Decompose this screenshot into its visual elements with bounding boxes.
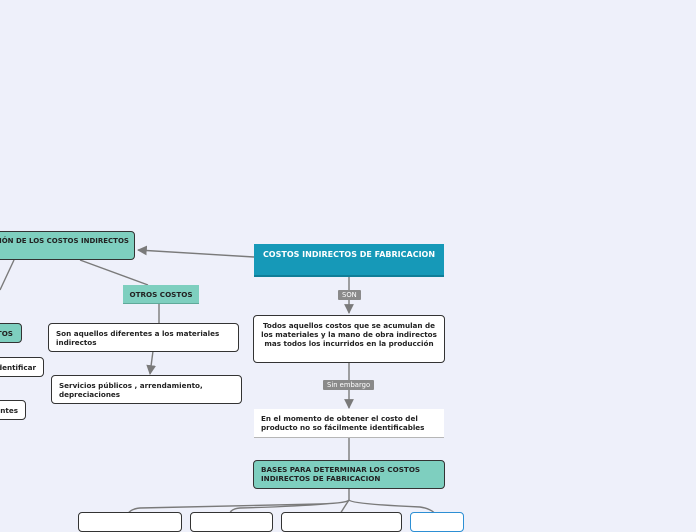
bases-node-text: BASES PARA DETERMINAR LOS COSTOS INDIREC… bbox=[261, 465, 421, 483]
relation-label-son: SON bbox=[338, 290, 361, 300]
root-node-text: COSTOS INDIRECTOS DE FABRICACION bbox=[262, 250, 436, 259]
left-identify-node[interactable]: dentificar bbox=[0, 357, 44, 377]
left-antes-node[interactable]: antes bbox=[0, 400, 26, 420]
other-costs-node[interactable]: OTROS COSTOS bbox=[123, 285, 199, 304]
relation-label-sin-embargo: Sin embargo bbox=[323, 380, 375, 390]
other-costs-description-node[interactable]: Son aquellos diferentes a los materiales… bbox=[48, 323, 239, 352]
classification-node[interactable]: FICACIÓN DE LOS COSTOS INDIRECTOS bbox=[0, 231, 135, 260]
connector-root-clasificacion bbox=[137, 245, 255, 258]
connector-clasificacion-otros bbox=[79, 259, 149, 286]
bases-node[interactable]: BASES PARA DETERMINAR LOS COSTOS INDIREC… bbox=[253, 460, 445, 489]
services-node-text: Servicios públicos , arrendamiento, depr… bbox=[59, 381, 203, 399]
services-node[interactable]: Servicios públicos , arrendamiento, depr… bbox=[51, 375, 242, 404]
connector-clasificacion-left bbox=[0, 259, 15, 291]
connector-layer bbox=[0, 245, 436, 515]
other-costs-description-text: Son aquellos diferentes a los materiales… bbox=[56, 329, 220, 347]
moment-node-text: En el momento de obtener el costo del pr… bbox=[261, 414, 425, 432]
left-identify-node-text: dentificar bbox=[0, 363, 36, 372]
definition-node-text: Todos aquellos costos que se acumulan de… bbox=[261, 321, 437, 348]
bases-child-2[interactable] bbox=[190, 512, 273, 532]
moment-node[interactable]: En el momento de obtener el costo del pr… bbox=[254, 409, 444, 438]
definition-node[interactable]: Todos aquellos costos que se acumulan de… bbox=[253, 315, 445, 363]
left-teal-node[interactable]: TOS bbox=[0, 323, 22, 343]
bases-child-3[interactable] bbox=[281, 512, 402, 532]
connector-bases-children bbox=[127, 488, 436, 515]
classification-node-text: FICACIÓN DE LOS COSTOS INDIRECTOS bbox=[0, 237, 129, 245]
bases-child-formula[interactable] bbox=[410, 512, 464, 532]
other-costs-node-text: OTROS COSTOS bbox=[129, 290, 193, 299]
root-node[interactable]: COSTOS INDIRECTOS DE FABRICACION bbox=[254, 244, 444, 277]
left-teal-node-text: TOS bbox=[0, 329, 13, 338]
connector-desc-servicios bbox=[146, 350, 156, 375]
left-antes-node-text: antes bbox=[0, 406, 18, 415]
bases-child-1[interactable] bbox=[78, 512, 182, 532]
